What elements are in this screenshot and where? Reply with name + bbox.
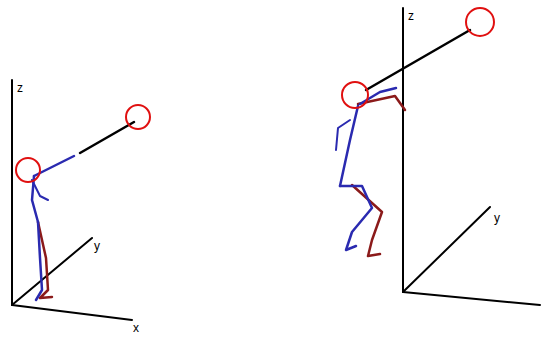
y-axis xyxy=(403,207,490,292)
x-axis xyxy=(12,305,132,320)
bar xyxy=(366,30,470,90)
right-scene xyxy=(336,8,540,305)
axis-label: z xyxy=(17,82,23,94)
axis-label: y xyxy=(94,240,100,252)
upper-arm xyxy=(32,180,48,200)
axis-label: z xyxy=(408,10,414,22)
bar xyxy=(80,122,134,153)
left-leg xyxy=(36,222,42,300)
y-axis xyxy=(12,238,92,305)
marker-circle xyxy=(126,105,150,129)
marker-circle xyxy=(466,8,494,36)
z-axis xyxy=(402,8,404,292)
upper-arm xyxy=(336,120,350,150)
x-axis xyxy=(403,292,540,305)
left-leg xyxy=(340,186,372,250)
z-axis xyxy=(11,80,13,305)
torso xyxy=(340,106,358,186)
marker-circle xyxy=(342,82,368,108)
axis-label: y xyxy=(494,212,500,224)
marker-circle xyxy=(16,158,40,182)
left-scene xyxy=(12,80,150,320)
axis-label: x xyxy=(133,322,139,334)
